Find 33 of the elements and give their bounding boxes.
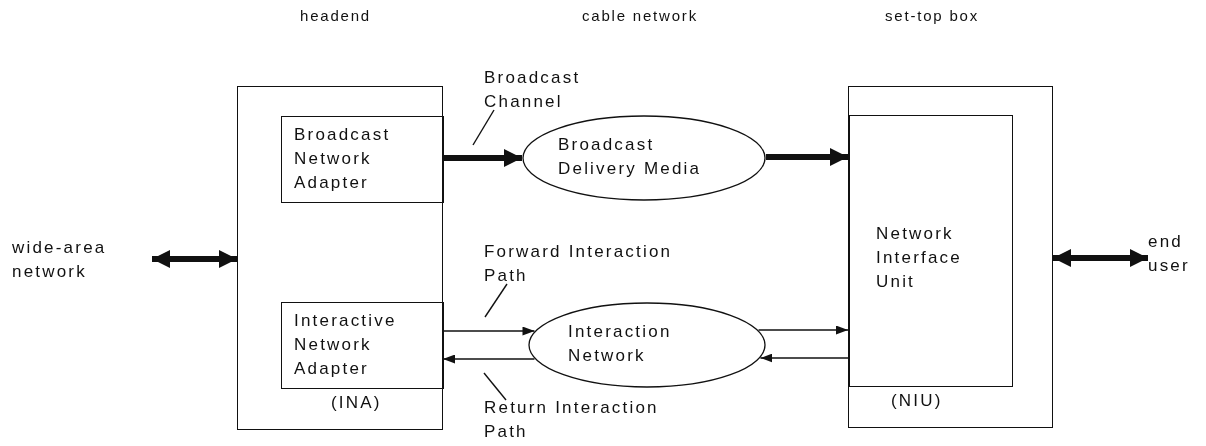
- arrow: [442, 354, 536, 364]
- text-label: end user: [1148, 230, 1206, 280]
- outer-box: [237, 86, 443, 430]
- component-box: [281, 302, 444, 389]
- node-label: Broadcast Delivery Media: [558, 134, 703, 180]
- leader-line: [483, 372, 507, 401]
- component-box: [849, 115, 1013, 387]
- abbreviation-label: (NIU): [891, 390, 943, 412]
- text-label: Broadcast Channel: [484, 66, 604, 116]
- arrow: [759, 353, 849, 363]
- node-label: Network Interface Unit: [876, 223, 963, 293]
- arrow: [765, 148, 848, 166]
- node-label: Interaction Network: [568, 321, 673, 367]
- arrow: [152, 250, 237, 268]
- node-label: Interactive Network Adapter: [294, 310, 398, 380]
- arrow: [1053, 249, 1148, 267]
- column-heading: cable network: [582, 6, 698, 26]
- text-label: Return Interaction Path: [484, 396, 674, 446]
- network-ellipse: [528, 302, 766, 388]
- column-heading: set-top box: [885, 6, 979, 26]
- component-box: [281, 116, 444, 203]
- arrow: [443, 149, 522, 167]
- arrow: [757, 325, 849, 335]
- text-label: wide-area network: [12, 236, 152, 286]
- abbreviation-label: (INA): [331, 392, 382, 414]
- outer-box: [848, 86, 1053, 428]
- network-ellipse: [522, 115, 766, 201]
- leader-line: [484, 283, 508, 318]
- node-label: Broadcast Network Adapter: [294, 124, 392, 194]
- arrow: [442, 326, 536, 336]
- text-label: Forward Interaction Path: [484, 240, 674, 290]
- leader-line: [472, 109, 495, 146]
- column-heading: headend: [300, 6, 371, 26]
